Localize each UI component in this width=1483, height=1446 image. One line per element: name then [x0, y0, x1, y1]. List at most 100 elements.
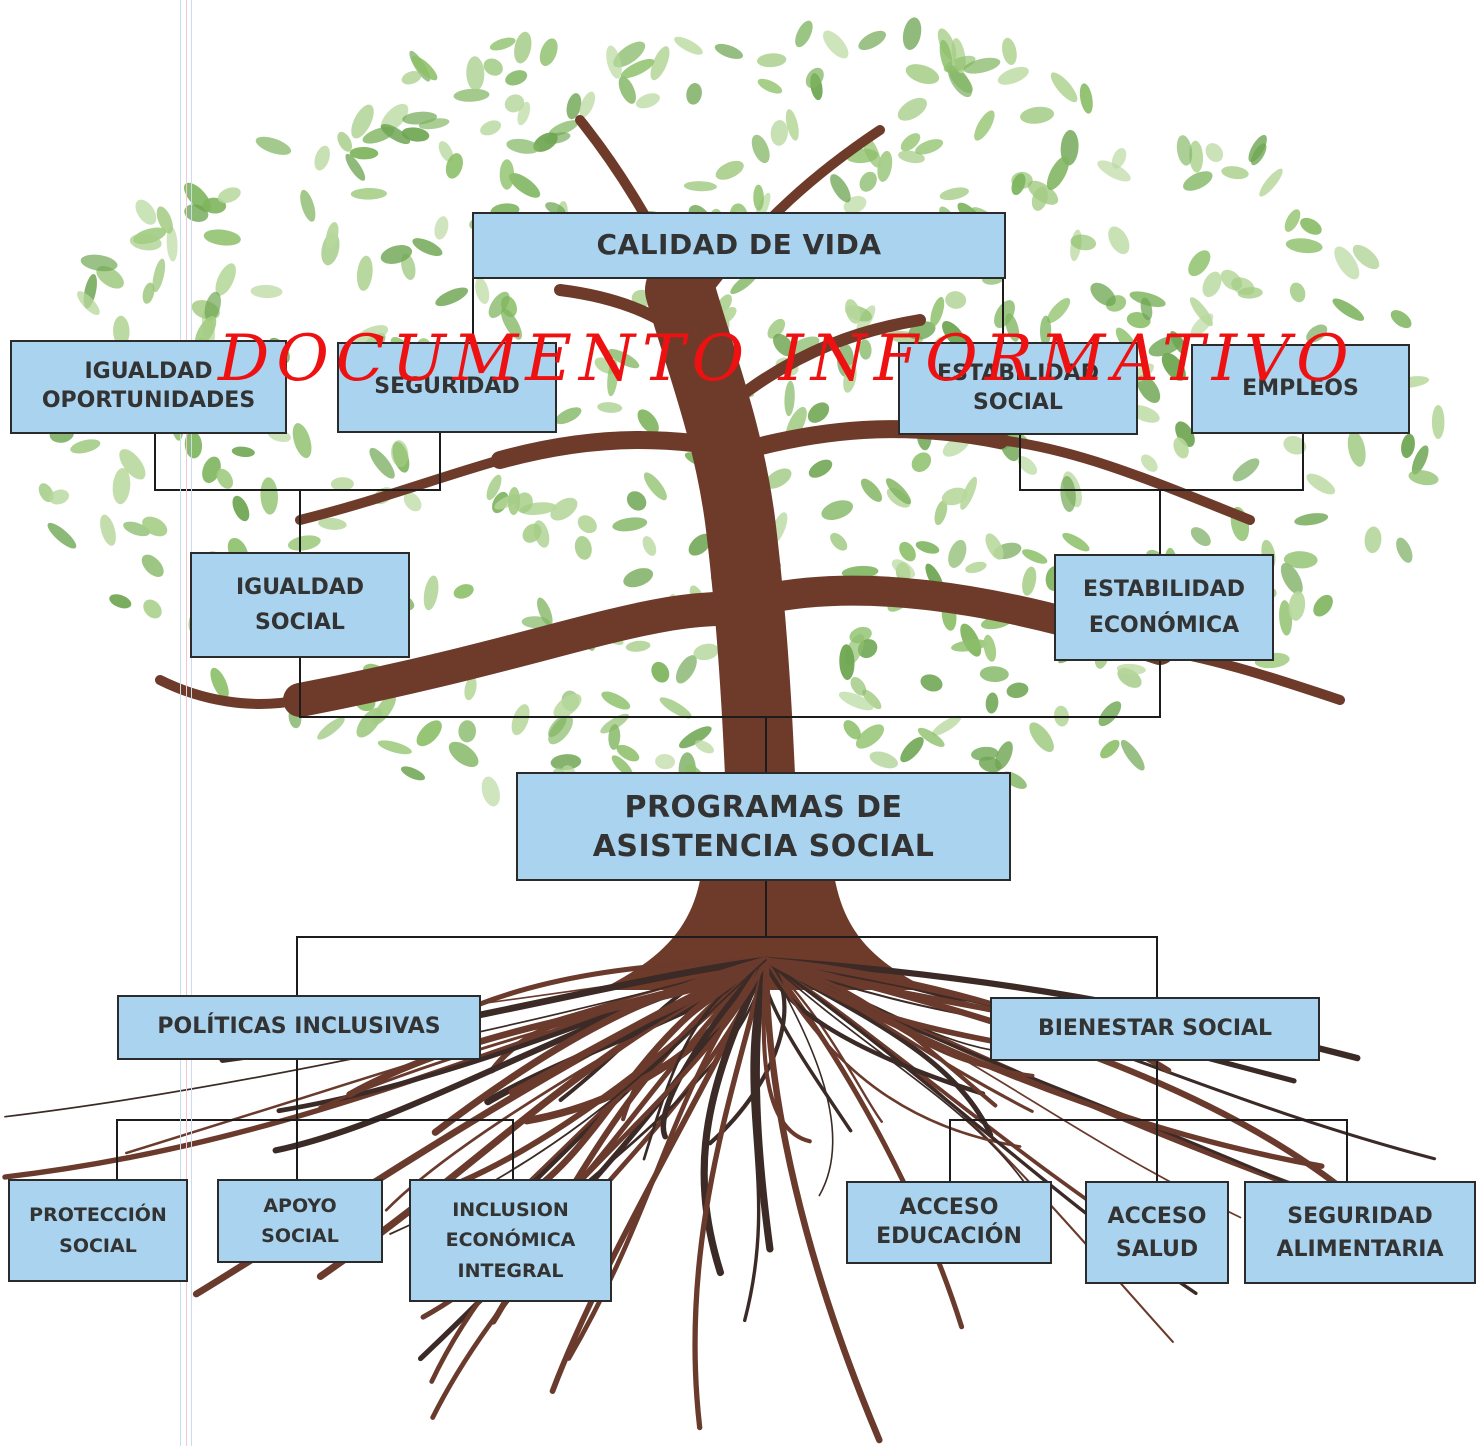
leaf	[435, 287, 469, 307]
leaf	[548, 120, 579, 137]
leaf	[330, 477, 354, 491]
leaf	[607, 359, 619, 397]
leaf	[486, 474, 502, 501]
leaf	[203, 229, 241, 246]
leaf	[675, 655, 697, 684]
leaf	[949, 68, 973, 94]
leaf	[152, 258, 166, 293]
leaf	[400, 766, 426, 781]
leaf	[543, 132, 571, 144]
leaf	[391, 440, 409, 468]
leaf	[695, 740, 714, 754]
leaf	[133, 227, 167, 245]
leaf	[1161, 352, 1186, 381]
leaf	[1005, 313, 1020, 342]
leaf	[902, 17, 922, 50]
leaf	[1288, 591, 1306, 621]
leaf	[651, 661, 670, 683]
leaf	[438, 141, 454, 163]
leaf	[509, 173, 541, 198]
leaf	[1050, 72, 1078, 103]
leaf	[1141, 454, 1158, 472]
leaf	[985, 533, 1004, 560]
leaf	[353, 325, 389, 346]
leaf	[839, 644, 855, 680]
root-strand	[762, 956, 883, 1444]
leaf	[1231, 277, 1255, 296]
leaf	[784, 380, 795, 417]
leaf	[891, 559, 916, 579]
leaf	[1116, 663, 1146, 675]
leaf	[1408, 470, 1439, 486]
leaf	[142, 282, 155, 304]
root-strand	[318, 958, 768, 1109]
leaf	[757, 53, 787, 68]
leaf	[765, 468, 792, 489]
leaf	[351, 104, 374, 139]
leaf	[601, 691, 631, 710]
leaf	[135, 199, 157, 225]
leaf	[626, 491, 647, 511]
leaf	[1062, 532, 1090, 552]
root-strand	[707, 957, 787, 1146]
leaf	[80, 254, 118, 272]
leaf	[501, 308, 522, 340]
leaf	[577, 515, 597, 534]
leaf	[1111, 148, 1127, 169]
leaf	[566, 93, 582, 120]
root-strand	[621, 957, 769, 1122]
leaf	[608, 724, 621, 750]
leaf	[448, 741, 479, 768]
leaf	[480, 120, 502, 136]
leaf	[965, 561, 987, 574]
leaf	[859, 339, 872, 360]
leaf	[401, 70, 422, 85]
leaf	[1047, 297, 1071, 324]
leaf	[555, 407, 582, 425]
leaf	[850, 677, 867, 696]
node-calidad-de-vida: CALIDAD DE VIDA	[472, 212, 1006, 279]
leaf	[611, 755, 633, 777]
leaf	[1364, 526, 1382, 554]
leaf	[300, 189, 316, 222]
leaf	[659, 697, 692, 719]
margin-line	[180, 0, 181, 1446]
leaf	[1039, 315, 1052, 346]
root-strand	[763, 957, 965, 1330]
leaf	[613, 41, 646, 68]
leaf	[945, 291, 967, 309]
leaf	[623, 568, 654, 588]
leaf	[994, 741, 1013, 770]
leaf	[109, 594, 132, 609]
leaf	[380, 245, 413, 264]
leaf	[380, 123, 411, 145]
leaf	[843, 720, 861, 740]
leaf	[930, 296, 945, 327]
leaf	[974, 110, 995, 141]
leaf	[983, 634, 997, 662]
leaf	[860, 478, 883, 502]
leaf	[979, 666, 1009, 683]
leaf	[948, 539, 967, 568]
leaf	[505, 70, 528, 86]
leaf	[1020, 106, 1055, 124]
leaf	[506, 138, 540, 154]
leaf	[466, 56, 485, 91]
leaf	[785, 109, 799, 141]
leaf	[855, 724, 885, 749]
leaf	[377, 740, 412, 755]
leaf	[1283, 436, 1307, 455]
leaf	[1173, 437, 1189, 459]
leaf	[345, 153, 366, 181]
leaf	[858, 30, 887, 51]
root-strand	[431, 956, 770, 1136]
root-strand	[763, 957, 998, 1108]
leaf	[1232, 458, 1260, 482]
node-estabilidad-economica: ESTABILIDAD ECONÓMICA	[1054, 554, 1274, 661]
leaf	[678, 726, 712, 749]
leaf	[795, 20, 813, 48]
leaf	[1390, 310, 1412, 329]
root-strand	[429, 957, 769, 1384]
leaf	[489, 37, 516, 51]
leaf	[787, 336, 820, 357]
